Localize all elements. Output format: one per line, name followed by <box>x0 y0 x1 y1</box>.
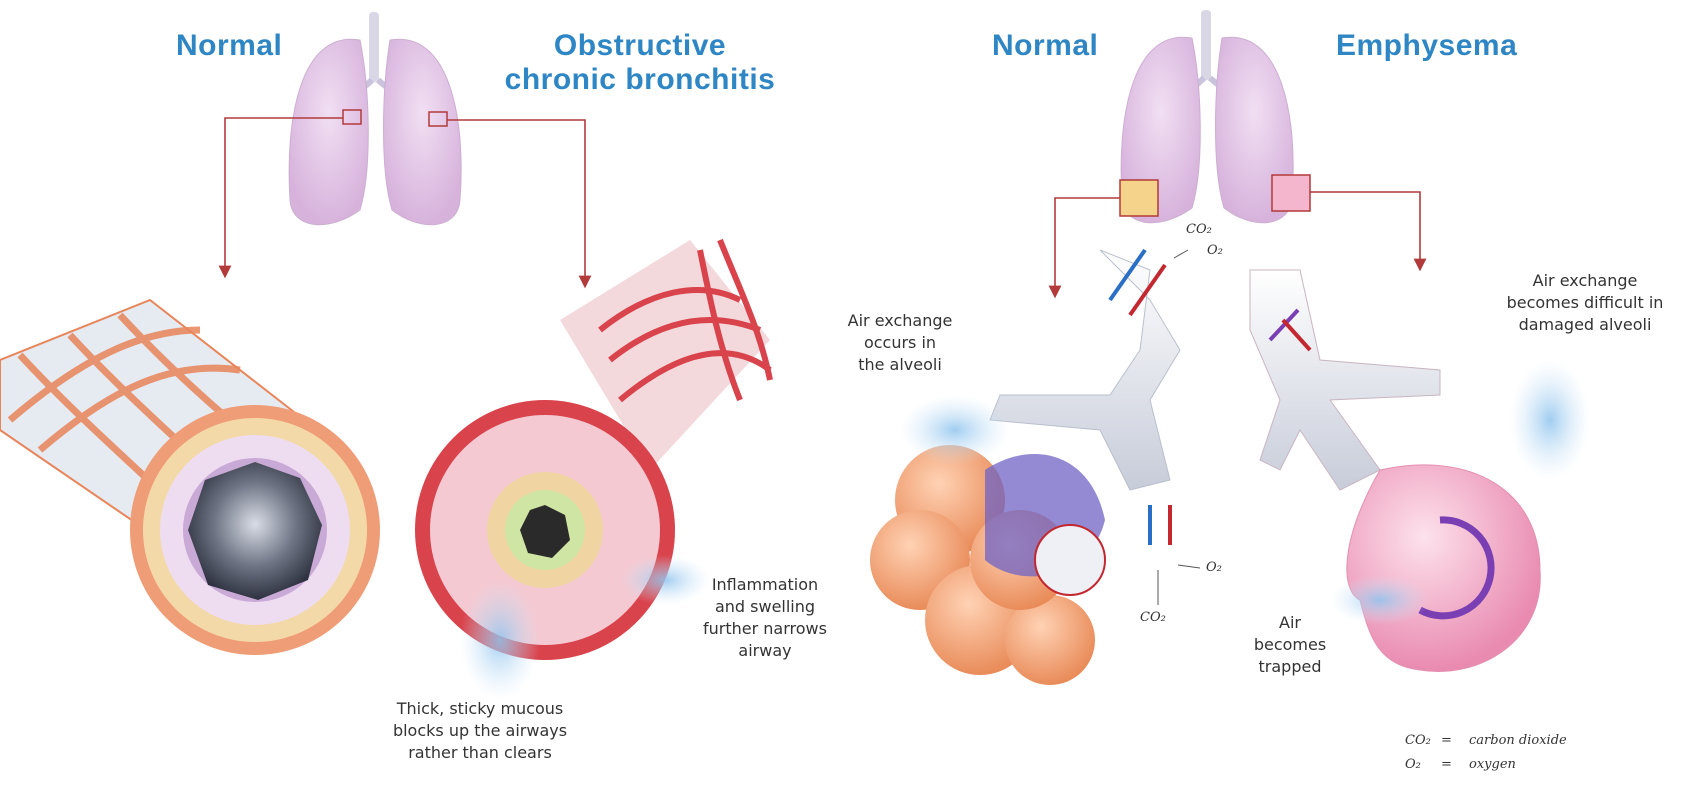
callout-beam-normal-alveoli <box>900 395 1010 465</box>
emphysema-airway-tree <box>1250 270 1440 490</box>
callout-trapped: Air becomes trapped <box>1240 612 1340 678</box>
callout-normal-alveoli: Air exchange occurs in the alveoli <box>830 310 970 376</box>
legend-symbol-o2: O₂ <box>1405 757 1421 772</box>
callout-damaged-alveoli-line3: damaged alveoli <box>1490 314 1680 336</box>
callout-damaged-alveoli-line2: becomes difficult in <box>1490 292 1680 314</box>
gas-label-o2-bottom: O₂ <box>1206 560 1222 575</box>
heading-normal-right: Normal <box>992 29 1098 63</box>
callout-beam-damaged-alveoli <box>1510 360 1590 480</box>
callout-beam-mucous <box>460 580 540 700</box>
callout-inflammation: Inflammation and swelling further narrow… <box>680 574 850 662</box>
heading-bronchitis-line2: chronic bronchitis <box>500 63 780 97</box>
legend-row-co2: CO₂ = carbon dioxide <box>1405 733 1645 753</box>
gas-label-co2-bottom: CO₂ <box>1140 610 1166 625</box>
normal-alveoli-cluster <box>870 445 1105 685</box>
gas-label-o2-top: O₂ <box>1207 243 1223 258</box>
callout-inflammation-line2: and swelling <box>680 596 850 618</box>
callout-normal-alveoli-line1: Air exchange <box>830 310 970 332</box>
legend-meaning-o2: oxygen <box>1469 757 1516 772</box>
callout-normal-alveoli-line3: the alveoli <box>830 354 970 376</box>
callout-mucous: Thick, sticky mucous blocks up the airwa… <box>355 698 605 764</box>
callout-damaged-alveoli: Air exchange becomes difficult in damage… <box>1490 270 1680 336</box>
callout-trapped-line2: becomes <box>1240 634 1340 656</box>
callout-mucous-line1: Thick, sticky mucous <box>355 698 605 720</box>
callout-inflammation-line3: further narrows <box>680 618 850 640</box>
callout-mucous-line3: rather than clears <box>355 742 605 764</box>
legend-equals-o2: = <box>1441 757 1452 772</box>
callout-inflammation-line1: Inflammation <box>680 574 850 596</box>
damaged-alveolus <box>1347 465 1540 672</box>
legend-symbol-co2: CO₂ <box>1405 733 1431 748</box>
legend-meaning-co2: carbon dioxide <box>1469 733 1567 748</box>
gas-label-leaders <box>1158 250 1200 605</box>
heading-bronchitis: Obstructive chronic bronchitis <box>500 29 780 97</box>
normal-bronchus <box>0 300 380 655</box>
callout-inflammation-line4: airway <box>680 640 850 662</box>
gas-label-co2-top: CO₂ <box>1186 222 1212 237</box>
heading-normal-left: Normal <box>176 29 282 63</box>
callout-mucous-line2: blocks up the airways <box>355 720 605 742</box>
callout-damaged-alveoli-line1: Air exchange <box>1490 270 1680 292</box>
callout-beam-trapped <box>1330 575 1430 625</box>
callout-normal-alveoli-line2: occurs in <box>830 332 970 354</box>
legend: CO₂ = carbon dioxide O₂ = oxygen <box>1405 733 1645 779</box>
callout-trapped-line3: trapped <box>1240 656 1340 678</box>
heading-emphysema: Emphysema <box>1336 29 1517 63</box>
callout-trapped-line1: Air <box>1240 612 1340 634</box>
legend-row-o2: O₂ = oxygen <box>1405 757 1645 777</box>
heading-bronchitis-line1: Obstructive <box>500 29 780 63</box>
legend-equals-co2: = <box>1441 733 1452 748</box>
lungs-illustration-right <box>1120 10 1310 223</box>
